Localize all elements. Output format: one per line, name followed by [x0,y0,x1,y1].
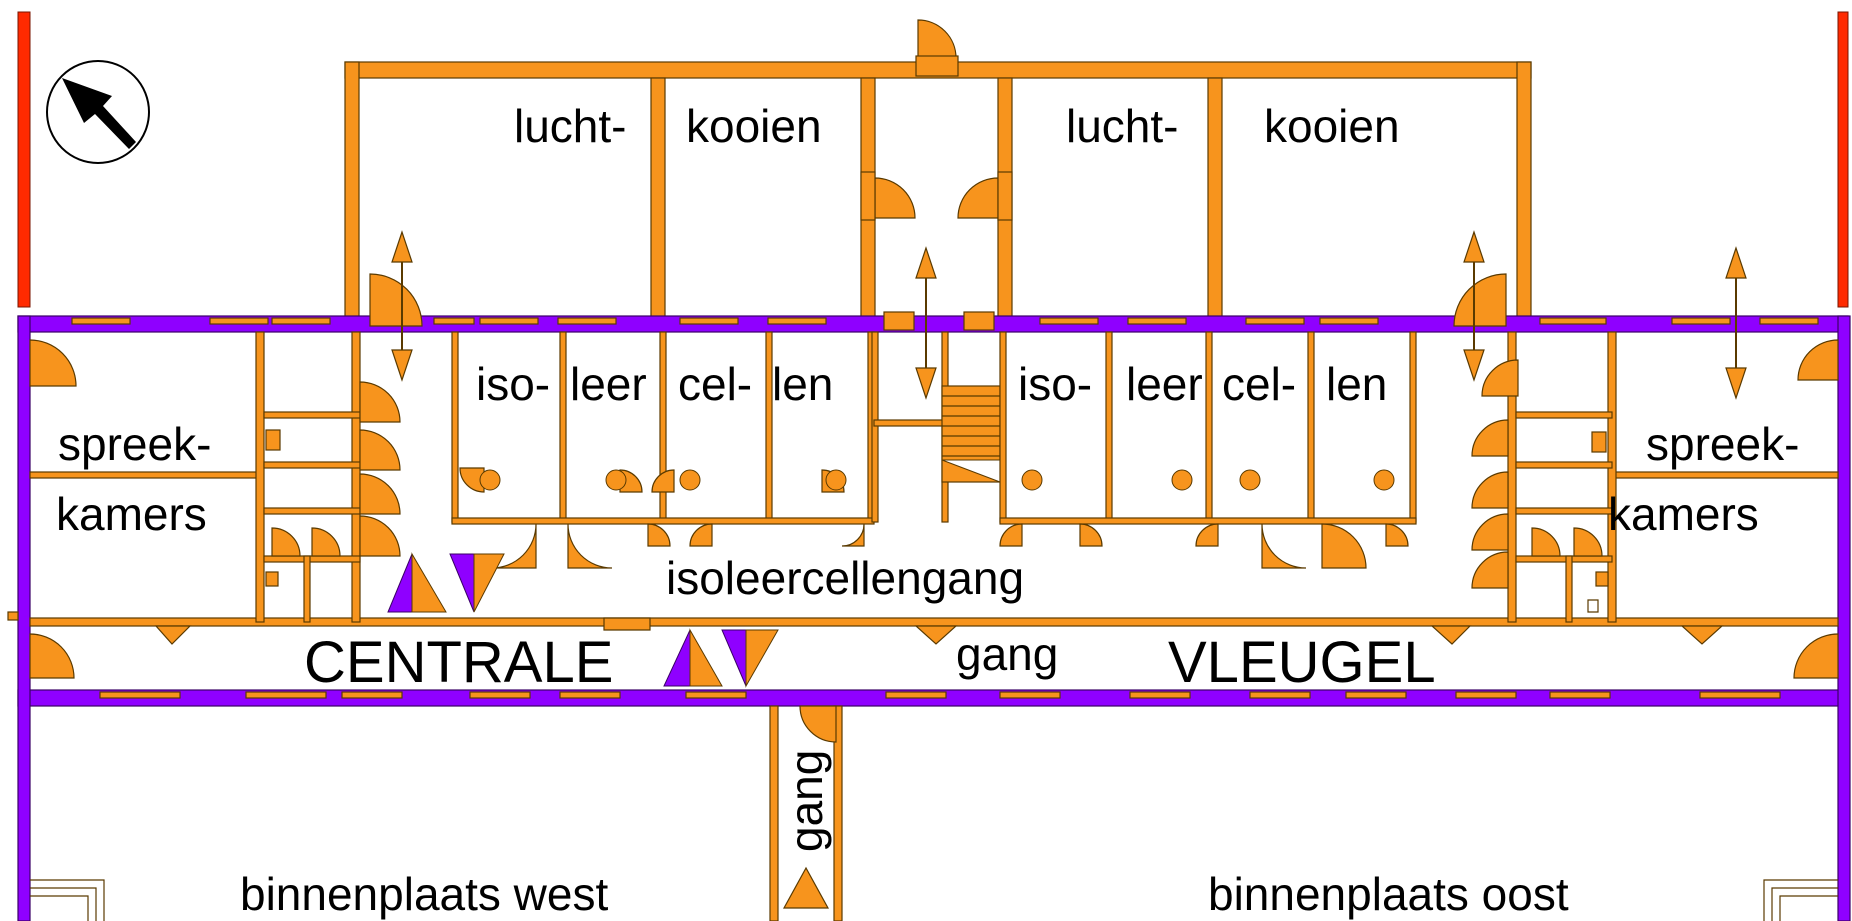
door-left-top [29,339,77,387]
label-spreek-left: spreek- [58,418,211,470]
central-stair [871,311,1001,523]
sink-icons [479,469,1395,491]
isolation-cells-left [359,331,875,569]
south-corridor-wall [17,689,1849,707]
label-spreek-right: spreek- [1646,418,1799,470]
left-rooms-block [29,331,361,623]
double-arrow-icon [915,246,937,400]
label-cel-left: cel- [678,358,752,410]
label-isoleercellengang: isoleercellengang [666,552,1024,604]
double-arrow-icon [1725,246,1747,400]
label-binnenplaats-west: binnenplaats west [240,868,608,920]
label-kamers-right: kamers [1608,488,1759,540]
label-binnenplaats-oost: binnenplaats oost [1208,868,1569,920]
label-leer-left: leer [570,358,647,410]
west-wall [17,315,31,921]
direction-arrow-up-icon [782,866,830,909]
air-cages-block [344,19,1532,321]
label-len-left: len [772,358,833,410]
right-rooms-block [1507,331,1839,623]
label-gang-center: gang [956,628,1058,680]
corridor-doors [29,617,1839,679]
label-kooien-right: kooien [1264,100,1400,152]
label-kamers-left: kamers [56,488,207,540]
label-iso-left: iso- [476,358,550,410]
red-wall-right [1837,11,1849,308]
red-wall-left [17,11,31,308]
label-len-right: len [1326,358,1387,410]
north-arrow-icon [46,60,150,164]
double-arrow-icon [1463,230,1485,382]
label-gang-vertical: gang [780,750,832,852]
label-kooien-left: kooien [686,100,822,152]
north-facade-wall [17,315,1849,333]
label-lucht-left: lucht- [514,100,626,152]
isolation-cells-right [999,331,1519,589]
label-lucht-right: lucht- [1066,100,1178,152]
double-arrow-icons [391,230,1747,400]
label-centrale: CENTRALE [304,630,613,695]
label-vleugel: VLEUGEL [1168,630,1436,695]
door-aircage-left [369,273,423,327]
corner-stairs [30,879,1838,921]
label-iso-right: iso- [1018,358,1092,410]
door-aircage-right [1453,273,1507,327]
label-leer-right: leer [1126,358,1203,410]
corridor-separator-wall [7,611,1839,627]
triangle-marker-icons-upper [387,552,505,613]
gang-corridor-south [769,705,843,921]
double-arrow-icon [391,230,413,382]
label-cel-right: cel- [1222,358,1296,410]
east-wall [1837,315,1851,921]
triangle-marker-icons-lower [663,628,779,688]
